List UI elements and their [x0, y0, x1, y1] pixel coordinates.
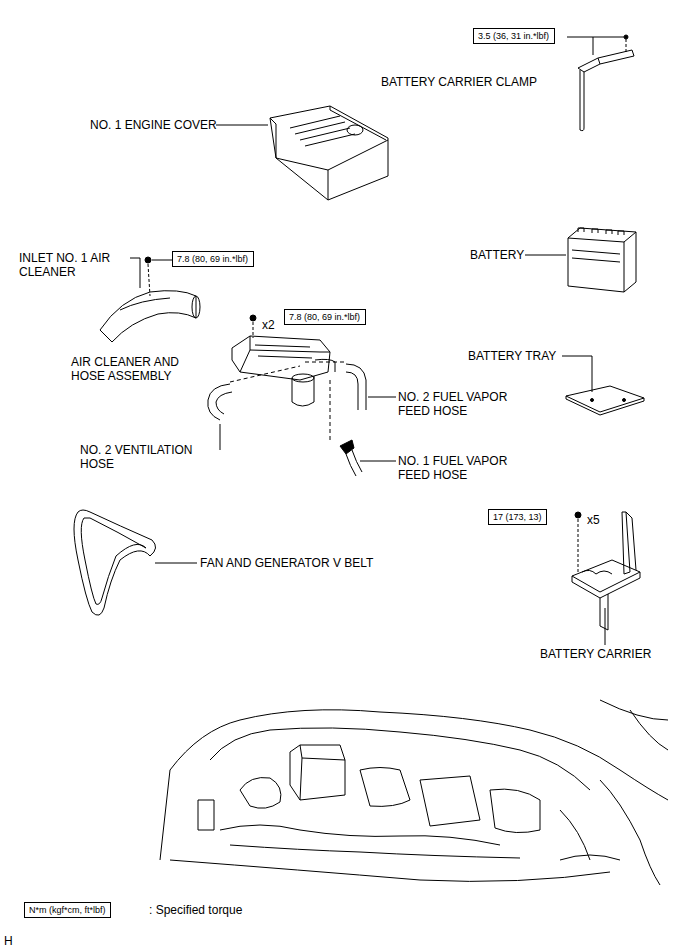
part-name: BATTERY	[470, 248, 524, 262]
figure-code: H	[4, 934, 13, 948]
quantity: x5	[587, 513, 600, 527]
figure-code: H	[4, 934, 13, 948]
part-name: AIR CLEANER AND HOSE ASSEMBLY	[71, 355, 179, 383]
part-name: NO. 1 FUEL VAPOR FEED HOSE	[398, 454, 507, 482]
part-name: NO. 1 FUEL VAPOR FEED HOSE	[398, 454, 520, 482]
part-name: NO. 2 FUEL VAPOR FEED HOSE	[398, 390, 507, 418]
part-name: FAN AND GENERATOR V BELT	[200, 556, 373, 570]
quantity: x5	[587, 513, 600, 527]
part-name: BATTERY CARRIER	[540, 647, 651, 661]
part-name: AIR CLEANER AND HOSE ASSEMBLY	[71, 355, 193, 383]
part-name: BATTERY TRAY	[468, 349, 556, 363]
part-name: NO. 2 VENTILATION HOSE	[80, 443, 192, 471]
fuel-vapor-hose	[340, 440, 396, 476]
part-name: NO. 1 ENGINE COVER	[90, 118, 217, 132]
ventilation-hose	[208, 384, 232, 450]
part-name: BATTERY CARRIER CLAMP	[381, 75, 537, 89]
part-name: INLET NO. 1 AIR CLEANER	[19, 251, 110, 279]
part-name: NO. 2 VENTILATION HOSE	[80, 443, 200, 471]
part-name: BATTERY	[470, 248, 524, 262]
fuel-vapor-hose	[346, 364, 396, 410]
legend-text: : Specified torque	[149, 903, 242, 917]
torque-value: 7.8 (80, 69 in.*lbf)	[177, 253, 249, 265]
quantity: x2	[262, 318, 275, 332]
battery	[525, 228, 636, 292]
torque-spec-box: 3.5 (36, 31 in.*lbf)	[473, 28, 555, 44]
legend-text: : Specified torque	[149, 903, 242, 917]
part-name: BATTERY TRAY	[468, 349, 556, 363]
part-name: INLET NO. 1 AIR CLEANER	[19, 251, 131, 279]
torque-value: N*m (kgf*cm, ft*lbf)	[29, 904, 106, 916]
torque-value: 7.8 (80, 69 in.*lbf)	[289, 311, 361, 323]
v-belt	[74, 510, 197, 615]
torque-spec-box: 7.8 (80, 69 in.*lbf)	[284, 309, 366, 325]
part-name: BATTERY CARRIER	[540, 647, 651, 661]
air-cleaner	[230, 315, 345, 440]
inlet-pipe	[100, 257, 200, 342]
part-name: FAN AND GENERATOR V BELT	[200, 556, 373, 570]
part-name: NO. 2 FUEL VAPOR FEED HOSE	[398, 390, 520, 418]
engine-cover	[216, 106, 388, 200]
part-name: BATTERY CARRIER CLAMP	[381, 75, 537, 89]
battery-carrier-clamp	[567, 35, 634, 131]
battery-tray	[562, 356, 644, 415]
torque-spec-box: 17 (173, 13)	[488, 509, 547, 525]
torque-value: 17 (173, 13)	[493, 511, 542, 523]
torque-value: 3.5 (36, 31 in.*lbf)	[478, 30, 550, 42]
torque-spec-box: 7.8 (80, 69 in.*lbf)	[172, 251, 254, 267]
battery-carrier	[572, 512, 640, 645]
quantity: x2	[262, 318, 275, 332]
torque-legend-box: N*m (kgf*cm, ft*lbf)	[24, 902, 111, 918]
part-name: NO. 1 ENGINE COVER	[90, 118, 217, 132]
engine-bay-view	[160, 700, 668, 885]
